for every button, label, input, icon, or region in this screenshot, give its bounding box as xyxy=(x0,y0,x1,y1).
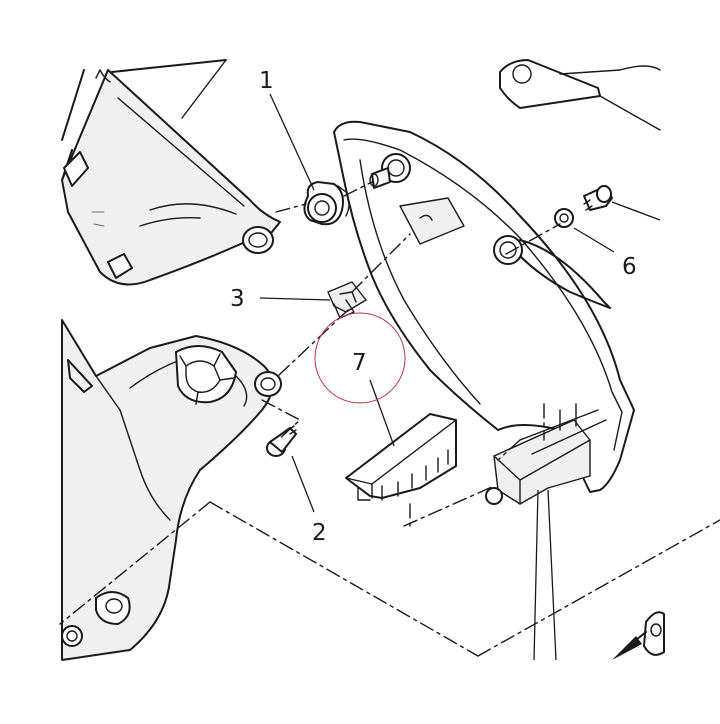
part-2-screw xyxy=(266,425,297,457)
part-1-grommet xyxy=(303,181,350,226)
mounting-pin xyxy=(369,167,391,189)
callout-6: 6 xyxy=(622,254,637,280)
callout-7: 7 xyxy=(352,350,367,376)
part-6-screw-washer xyxy=(554,185,613,228)
callout-1: 1 xyxy=(259,68,274,94)
lower-left-panel xyxy=(61,319,282,661)
leader-lines xyxy=(259,93,661,661)
upper-left-panel xyxy=(61,59,281,286)
side-cover-panel xyxy=(333,120,635,505)
highlight-circle xyxy=(314,312,406,404)
top-right-bracket xyxy=(499,59,661,131)
bottom-right-detail xyxy=(612,611,665,660)
callout-3: 3 xyxy=(230,286,245,312)
assembly-lines xyxy=(59,181,720,657)
callout-2: 2 xyxy=(312,520,327,546)
part-7-rubber-buffer xyxy=(345,413,457,501)
